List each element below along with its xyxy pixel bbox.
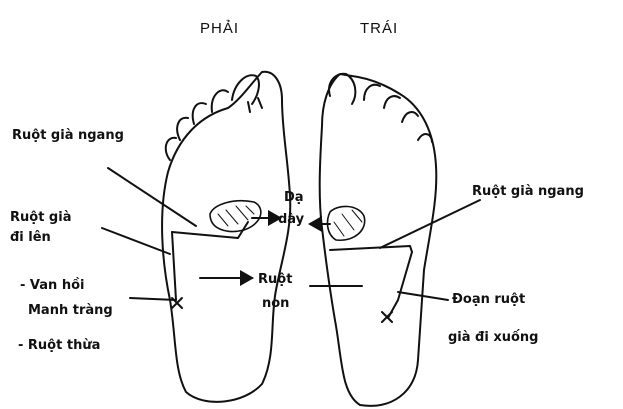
label-doan-ruot-2: già đi xuống [448,330,538,346]
left-toe-3 [384,96,400,108]
right-stomach-hatch [218,206,254,226]
label-ruot-non-1: Ruột [258,272,292,288]
label-ruot-non-2: non [262,296,289,312]
right-stomach-blob [210,201,261,232]
label-van-hoi: - Van hồi [20,278,84,294]
label-da-day-2: dày [278,212,304,228]
marker-x-left [382,312,392,322]
left-toe-4 [402,112,418,122]
leader-ruot-gia-ngang-left [380,200,480,248]
label-ruot-gia-di-len-1: Ruột già [10,210,71,226]
leader-ruot-gia-ngang-right [108,168,196,226]
right-foot-header: PHẢI [200,20,239,37]
label-ruot-gia-ngang-right: Ruột già ngang [12,128,124,144]
left-toe-1 [329,74,355,104]
left-foot-header: TRÁI [360,20,398,37]
marker-x-right [172,298,182,308]
right-toe-3 [193,103,206,124]
label-manh-trang: Manh tràng [28,303,113,319]
left-stomach-blob [328,206,365,240]
label-ruot-thua: - Ruột thừa [18,338,100,354]
left-descending-colon [388,252,412,318]
leader-ruot-gia-di-len [102,228,170,254]
left-colon-zone [330,246,412,252]
label-ruot-gia-di-len-2: đi lên [10,230,51,246]
label-da-day-1: Dạ [284,190,304,206]
right-colon-zone [172,222,248,238]
left-stomach-hatch [334,210,362,236]
left-toe-5 [418,134,432,142]
label-doan-ruot-1: Đoạn ruột [452,292,525,308]
left-toe-2 [364,85,380,100]
label-ruot-gia-ngang-left: Ruột già ngang [472,184,584,200]
right-ascending-colon [172,232,176,300]
